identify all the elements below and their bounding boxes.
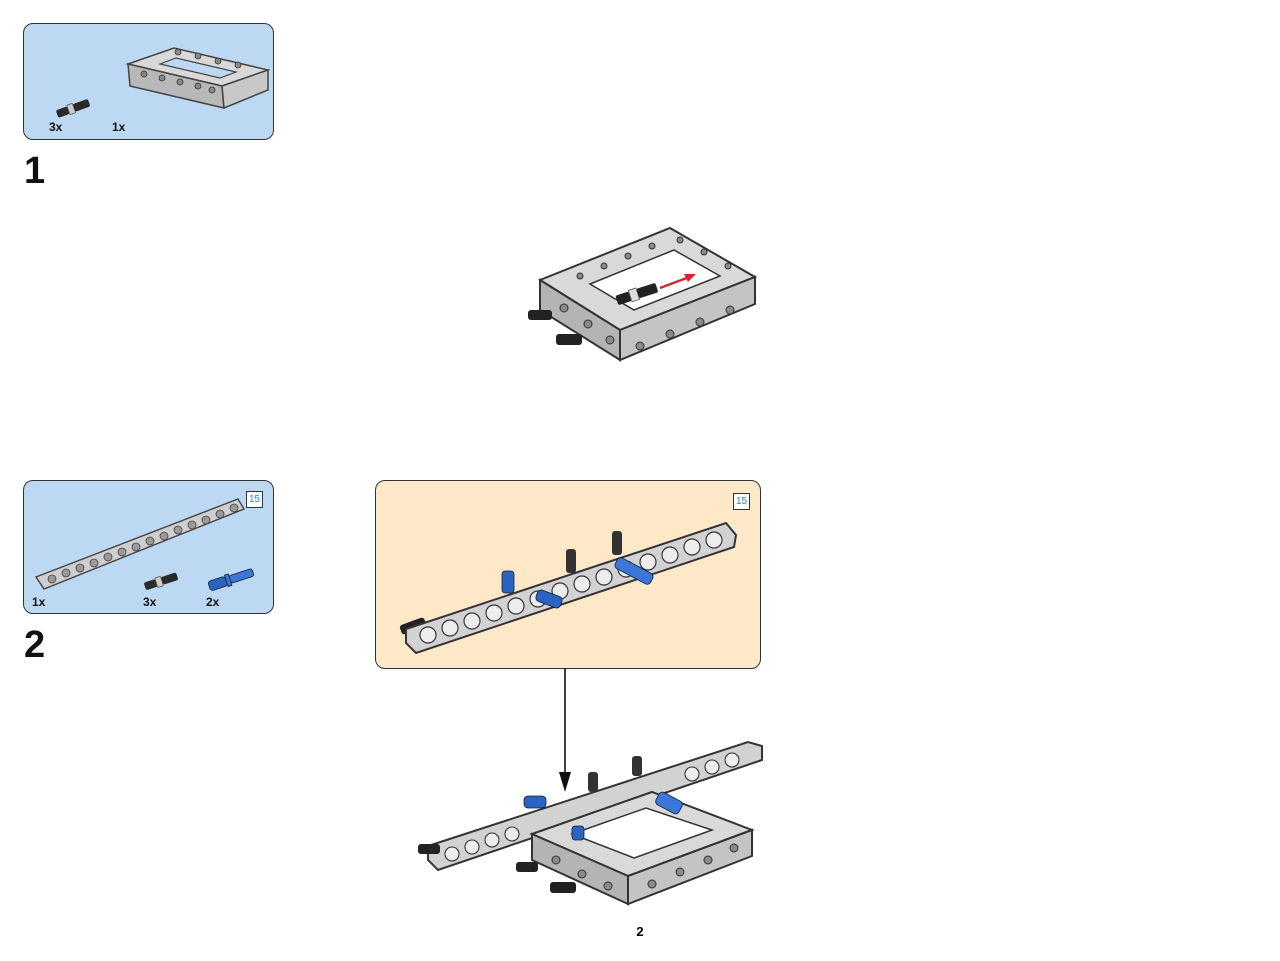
step2-number: 2 (24, 624, 46, 666)
step2-part3-qty: 2x (206, 595, 220, 609)
step1-parts-box: 3x 1x (23, 23, 274, 140)
step1-part1-qty: 3x (49, 120, 63, 134)
step1-part2-qty: 1x (112, 120, 126, 134)
blue-axle-pin-icon (208, 568, 255, 591)
step2-parts-box: 15 1x 3x 2x (23, 480, 274, 614)
grey-beam-15-icon (34, 498, 246, 590)
black-friction-pin-icon (56, 99, 90, 118)
parts-length-badge: 15 (246, 491, 263, 508)
step1-number: 1 (24, 150, 46, 192)
page-number: 2 (636, 924, 644, 939)
grey-open-frame-icon (125, 47, 271, 110)
black-friction-pin-icon (144, 572, 178, 590)
step1-assembly-frame-with-pins (528, 226, 758, 362)
subassembly-callout-box: 15 (375, 480, 761, 669)
step2-part2-qty: 3x (143, 595, 157, 609)
placement-arrow (559, 668, 571, 792)
step2-assembly (418, 740, 763, 906)
beam-with-pins-subassembly (399, 521, 738, 655)
step2-part1-qty: 1x (32, 595, 46, 609)
subassembly-length-badge: 15 (733, 493, 750, 510)
